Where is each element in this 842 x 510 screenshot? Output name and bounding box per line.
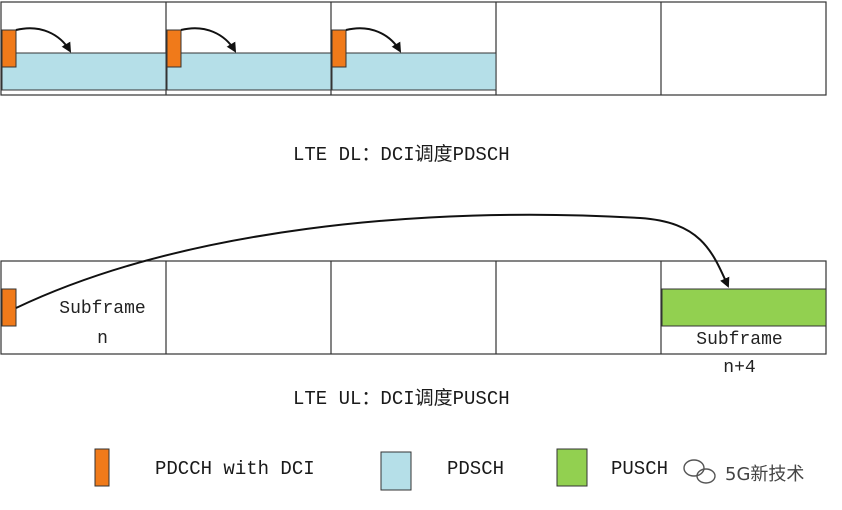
ul-pusch-block <box>661 288 827 327</box>
subframe-n-index: n <box>97 329 108 349</box>
ul-caption: LTE UL：DCI调度PUSCH <box>293 388 510 410</box>
subframe-n4-index: n+4 <box>723 358 756 378</box>
dl-pdcch-block <box>331 29 347 68</box>
dl-scheduling-arrow <box>15 27 72 53</box>
subframe-n4-label: Subframe <box>696 330 783 350</box>
dl-scheduling-arrow <box>180 27 237 53</box>
legend-pdcch-swatch <box>94 448 110 487</box>
dl-pdsch-block <box>331 52 497 91</box>
legend-pusch-swatch <box>556 448 588 487</box>
legend-pdsch-swatch <box>380 451 412 491</box>
wechat-icon <box>683 459 716 484</box>
legend-pdcch-label: PDCCH with DCI <box>155 458 315 480</box>
dl-pdcch-block <box>1 29 17 68</box>
watermark-text: 5G新技术 <box>725 464 805 485</box>
dl-scheduling-arrow <box>345 27 402 53</box>
ul-scheduling-arrow <box>15 213 730 309</box>
legend-pdsch-label: PDSCH <box>447 458 505 480</box>
dl-caption: LTE DL：DCI调度PDSCH <box>293 144 510 166</box>
subframe-n-label: Subframe <box>59 299 146 319</box>
ul-pdcch-block <box>1 288 17 327</box>
dl-frame <box>0 1 827 96</box>
dl-pdsch-block <box>166 52 332 91</box>
dl-pdsch-block <box>1 52 167 91</box>
dl-pdcch-block <box>166 29 182 68</box>
legend-pusch-label: PUSCH <box>611 458 669 480</box>
ul-frame <box>0 213 827 355</box>
